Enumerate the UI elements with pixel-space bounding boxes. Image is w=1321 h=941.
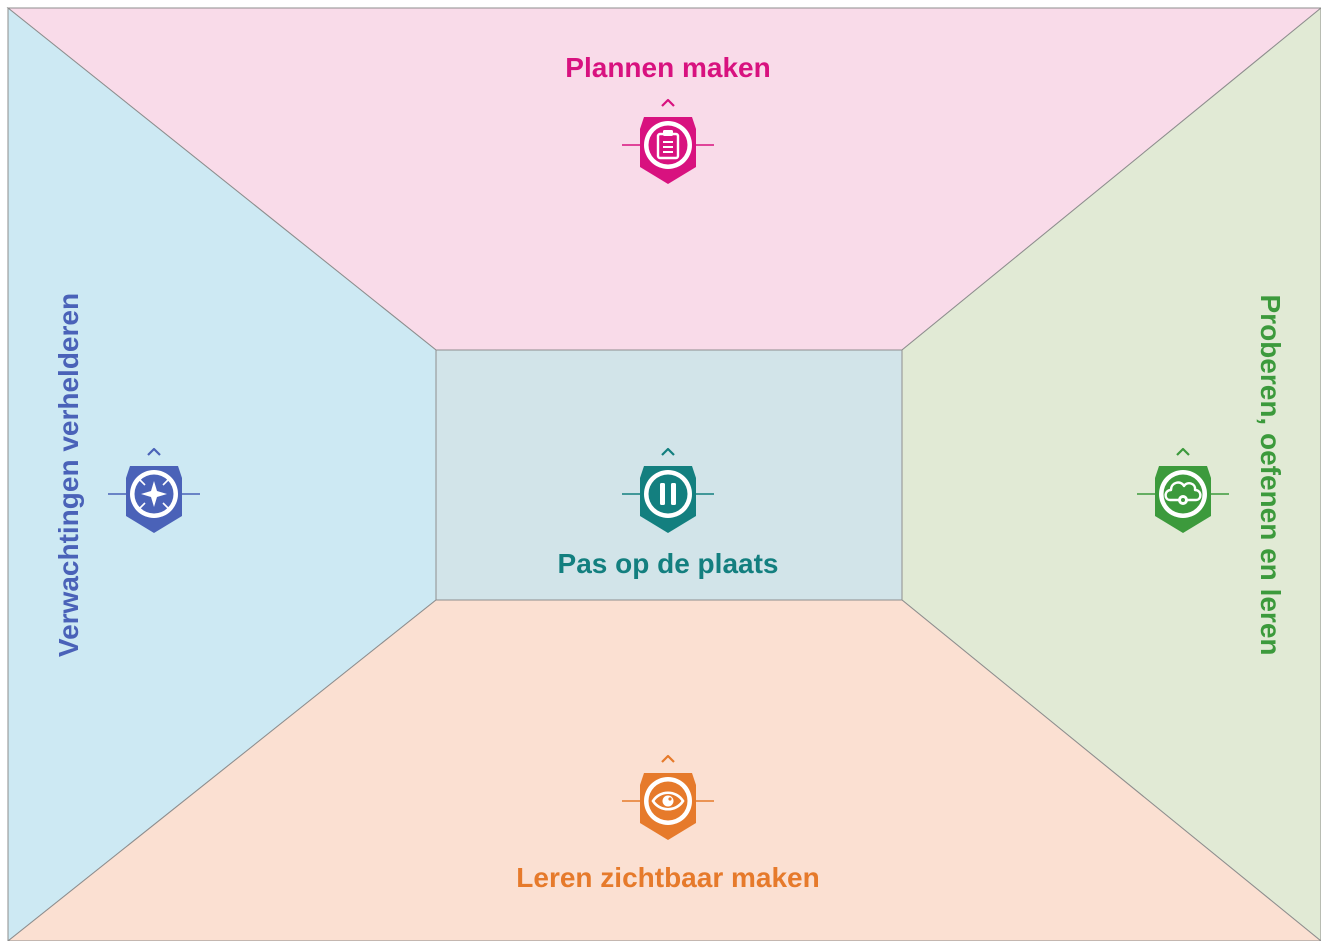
cloud-gear-icon	[1164, 481, 1202, 505]
badge-caret	[661, 98, 675, 107]
badge-top	[622, 98, 714, 184]
label-bottom: Leren zichtbaar maken	[516, 862, 819, 893]
label-left: Verwachtingen verhelderen	[53, 293, 84, 657]
badge-caret	[661, 447, 675, 456]
badge-core	[1163, 474, 1203, 514]
badge-center	[622, 447, 714, 533]
compass-star-icon	[139, 479, 169, 509]
badge-bottom	[622, 754, 714, 840]
label-top: Plannen maken	[565, 52, 770, 83]
badge-caret	[1176, 447, 1190, 456]
badge-caret	[147, 447, 161, 456]
clipboard-icon	[656, 130, 680, 160]
badge-left	[108, 447, 200, 533]
label-right: Proberen, oefenen en leren	[1255, 295, 1286, 656]
badge-core	[648, 474, 688, 514]
badge-caret	[661, 754, 675, 763]
badge-right	[1137, 447, 1229, 533]
label-center: Pas op de plaats	[558, 548, 779, 579]
eye-icon	[651, 791, 685, 811]
pause-icon	[660, 483, 676, 505]
